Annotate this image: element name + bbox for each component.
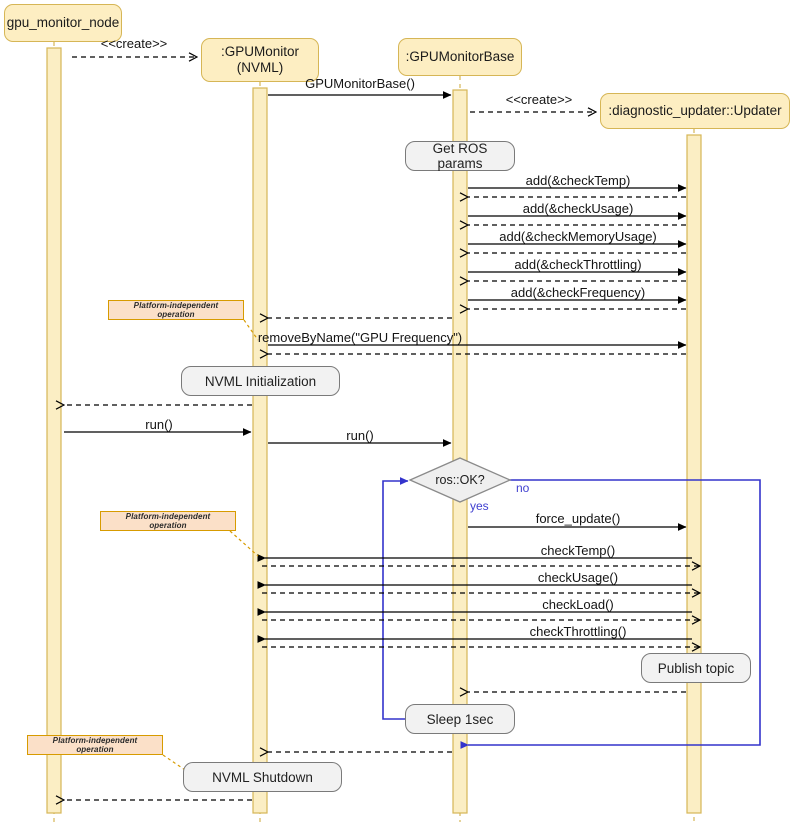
loop-exit-no-path xyxy=(460,479,761,749)
note-connector-1 xyxy=(243,319,259,341)
participant-label-line1: :GPUMonitor xyxy=(220,44,300,60)
activation-bar-updater xyxy=(686,134,702,814)
decision-diamond: ros::OK? xyxy=(408,457,512,503)
note-label: Platform-independent operation xyxy=(133,301,219,319)
message-label-checktemp: checkTemp() xyxy=(540,543,616,558)
note-label: Platform-independent operation xyxy=(125,512,211,530)
participant-gpu-monitor-node[interactable]: gpu_monitor_node xyxy=(4,4,122,42)
action-nvml-shutdown[interactable]: NVML Shutdown xyxy=(183,762,342,792)
message-arrows xyxy=(64,57,700,800)
loop-back-edge-path xyxy=(382,477,409,720)
message-label-checkusage: checkUsage() xyxy=(537,570,619,585)
activation-bar-node xyxy=(46,47,62,814)
message-label-create-updater: <<create>> xyxy=(505,92,573,107)
participant-gpu-monitor-nvml[interactable]: :GPUMonitor (NVML) xyxy=(201,38,319,82)
message-label-run-base: run() xyxy=(346,428,374,443)
participant-label: gpu_monitor_node xyxy=(6,15,120,31)
message-label-create-nvml: <<create>> xyxy=(100,36,168,51)
message-label-force-update: force_update() xyxy=(535,511,621,526)
loop-path xyxy=(382,477,761,749)
participant-label: :diagnostic_updater::Updater xyxy=(608,103,782,119)
action-label: Publish topic xyxy=(657,660,735,676)
branch-label-no: no xyxy=(516,481,530,495)
participant-label-line2: (NVML) xyxy=(236,60,284,75)
message-label-add-checkusage: add(&checkUsage) xyxy=(522,201,634,216)
activation-bar-nvml xyxy=(252,87,268,814)
message-label-add-checkmemoryusage: add(&checkMemoryUsage) xyxy=(499,229,657,244)
message-label-add-checkfrequency: add(&checkFrequency) xyxy=(510,285,646,300)
participant-label: :GPUMonitorBase xyxy=(405,49,515,65)
message-label-add-checkthrottling: add(&checkThrottling) xyxy=(514,257,642,272)
message-label-checkthrottling: checkThrottling() xyxy=(529,624,627,639)
action-label: NVML Initialization xyxy=(204,373,317,389)
branch-label-yes: yes xyxy=(470,499,489,513)
participant-gpu-monitor-base[interactable]: :GPUMonitorBase xyxy=(398,38,522,76)
action-label: Sleep 1sec xyxy=(426,711,494,727)
note-label: Platform-independent operation xyxy=(52,736,138,754)
message-label-checkload: checkLoad() xyxy=(542,597,614,612)
message-label-run-nvml: run() xyxy=(145,417,173,432)
action-get-ros-params[interactable]: Get ROS params xyxy=(405,141,515,171)
note-platform-independent-1: Platform-independent operation xyxy=(108,300,244,320)
action-publish-topic[interactable]: Publish topic xyxy=(641,653,751,683)
participant-diagnostic-updater[interactable]: :diagnostic_updater::Updater xyxy=(600,93,790,129)
note-platform-independent-2: Platform-independent operation xyxy=(100,511,236,531)
action-label: NVML Shutdown xyxy=(212,769,313,785)
message-label-add-checktemp: add(&checkTemp) xyxy=(525,173,631,188)
note-platform-independent-3: Platform-independent operation xyxy=(27,735,163,755)
activation-bar-base xyxy=(452,89,468,814)
action-label: Get ROS params xyxy=(432,141,488,171)
message-label-gpumonitorbase: GPUMonitorBase() xyxy=(305,76,415,91)
decision-label: ros::OK? xyxy=(435,473,484,487)
action-sleep-1sec[interactable]: Sleep 1sec xyxy=(405,704,515,734)
message-label-removebyname: removeByName("GPU Frequency") xyxy=(257,330,463,345)
action-nvml-initialization[interactable]: NVML Initialization xyxy=(181,366,340,396)
note-connector-2 xyxy=(229,530,259,557)
